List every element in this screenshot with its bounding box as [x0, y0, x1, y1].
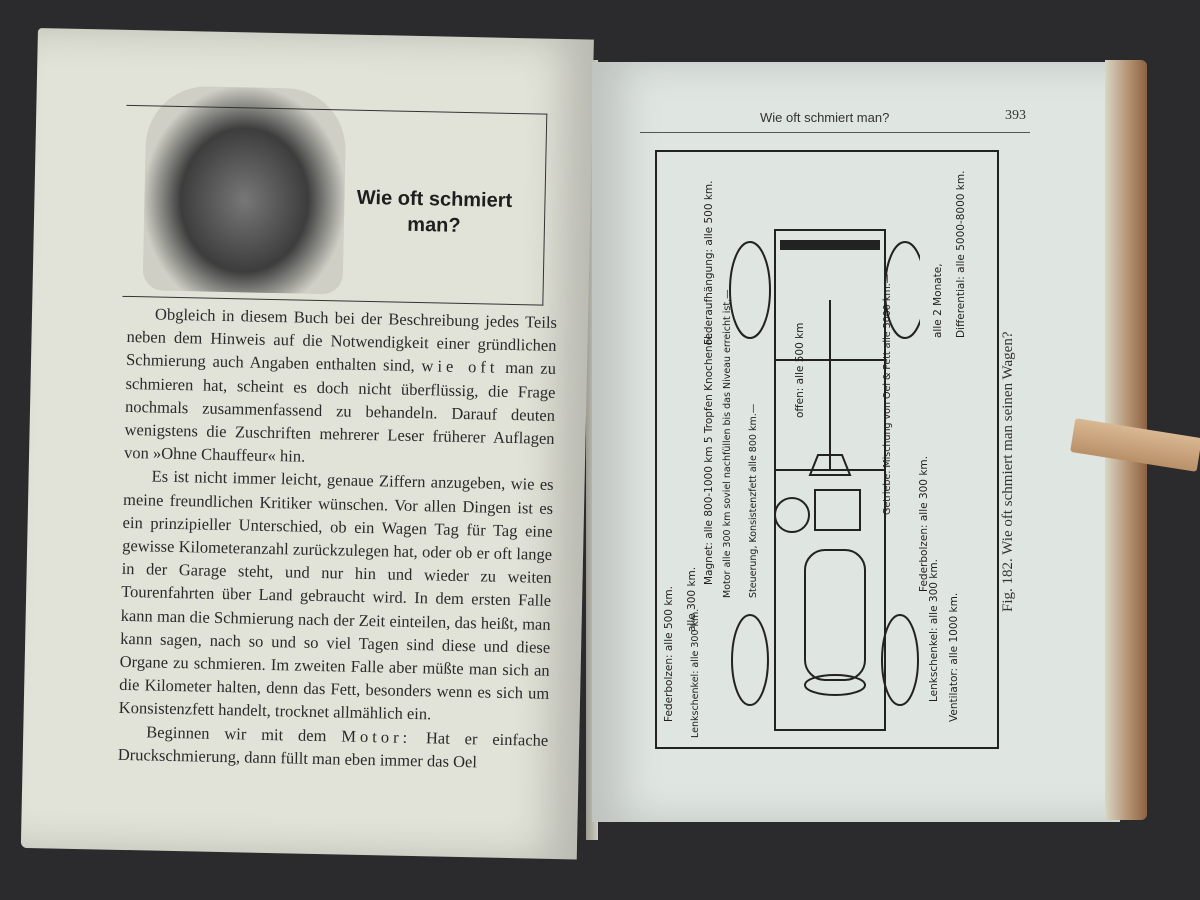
label-getriebe: Getriebe: Mischung von Oel & Fett alle 5… — [882, 273, 893, 515]
figure-frame — [655, 150, 999, 749]
steering-wheel — [774, 497, 810, 533]
label-ventilator: Ventilator: alle 1000 km. — [948, 592, 960, 722]
label-steuerung: Steuerung, Konsistenzfett alle 800 km.— — [748, 403, 759, 598]
body-text: Obgleich in diesem Buch bei der Beschrei… — [118, 302, 558, 775]
emphasis-text: wie oft — [421, 356, 499, 378]
page-number: 393 — [1005, 108, 1026, 123]
gearbox — [814, 489, 861, 531]
label-differential: Differential: alle 5000-8000 km. — [955, 170, 967, 338]
label-motor: Motor alle 300 km soviel nachfüllen bis … — [722, 289, 733, 598]
label-offen: offen: alle 500 km — [794, 322, 806, 418]
chapter-title: Wie oft schmiert man? — [356, 186, 513, 237]
label-federaufhaengung: Federaufhängung: alle 500 km. — [703, 180, 715, 345]
label-lenkschenkel-right: Lenkschenkel: alle 300 km. — [928, 559, 940, 702]
wheel — [881, 614, 919, 706]
label-lenkschenkel-left: Lenkschenkel: alle 300 km. — [690, 608, 701, 738]
wheel — [729, 241, 771, 339]
label-magnet: Magnet: alle 800-1000 km 5 Tropfen Knoch… — [703, 332, 715, 585]
label-alle-2-monate: alle 2 Monate, — [932, 263, 944, 338]
text-run: Beginnen wir mit dem — [146, 722, 327, 745]
wheel — [731, 614, 769, 706]
wheel — [884, 241, 920, 339]
paragraph: Obgleich in diesem Buch bei der Beschrei… — [124, 302, 557, 473]
paragraph: Es ist nicht immer leicht, genaue Ziffer… — [118, 466, 554, 724]
right-page — [592, 62, 1120, 822]
engine — [804, 549, 866, 681]
paragraph: Beginnen wir mit dem Motor: Hat er einfa… — [118, 719, 549, 774]
chassis-frame — [774, 229, 886, 731]
header-rule — [640, 132, 1030, 133]
running-header: Wie oft schmiert man? — [760, 110, 890, 125]
label-federbolzen-left: Federbolzen: alle 500 km. — [663, 586, 675, 722]
emphasis-text: Motor: — [341, 726, 412, 747]
chassis-diagram — [729, 229, 920, 731]
left-page: Wie oft schmiert man? Obgleich in diesem… — [20, 28, 594, 860]
figure-caption: Fig. 182. Wie oft schmiert man seinen Wa… — [1000, 331, 1016, 613]
